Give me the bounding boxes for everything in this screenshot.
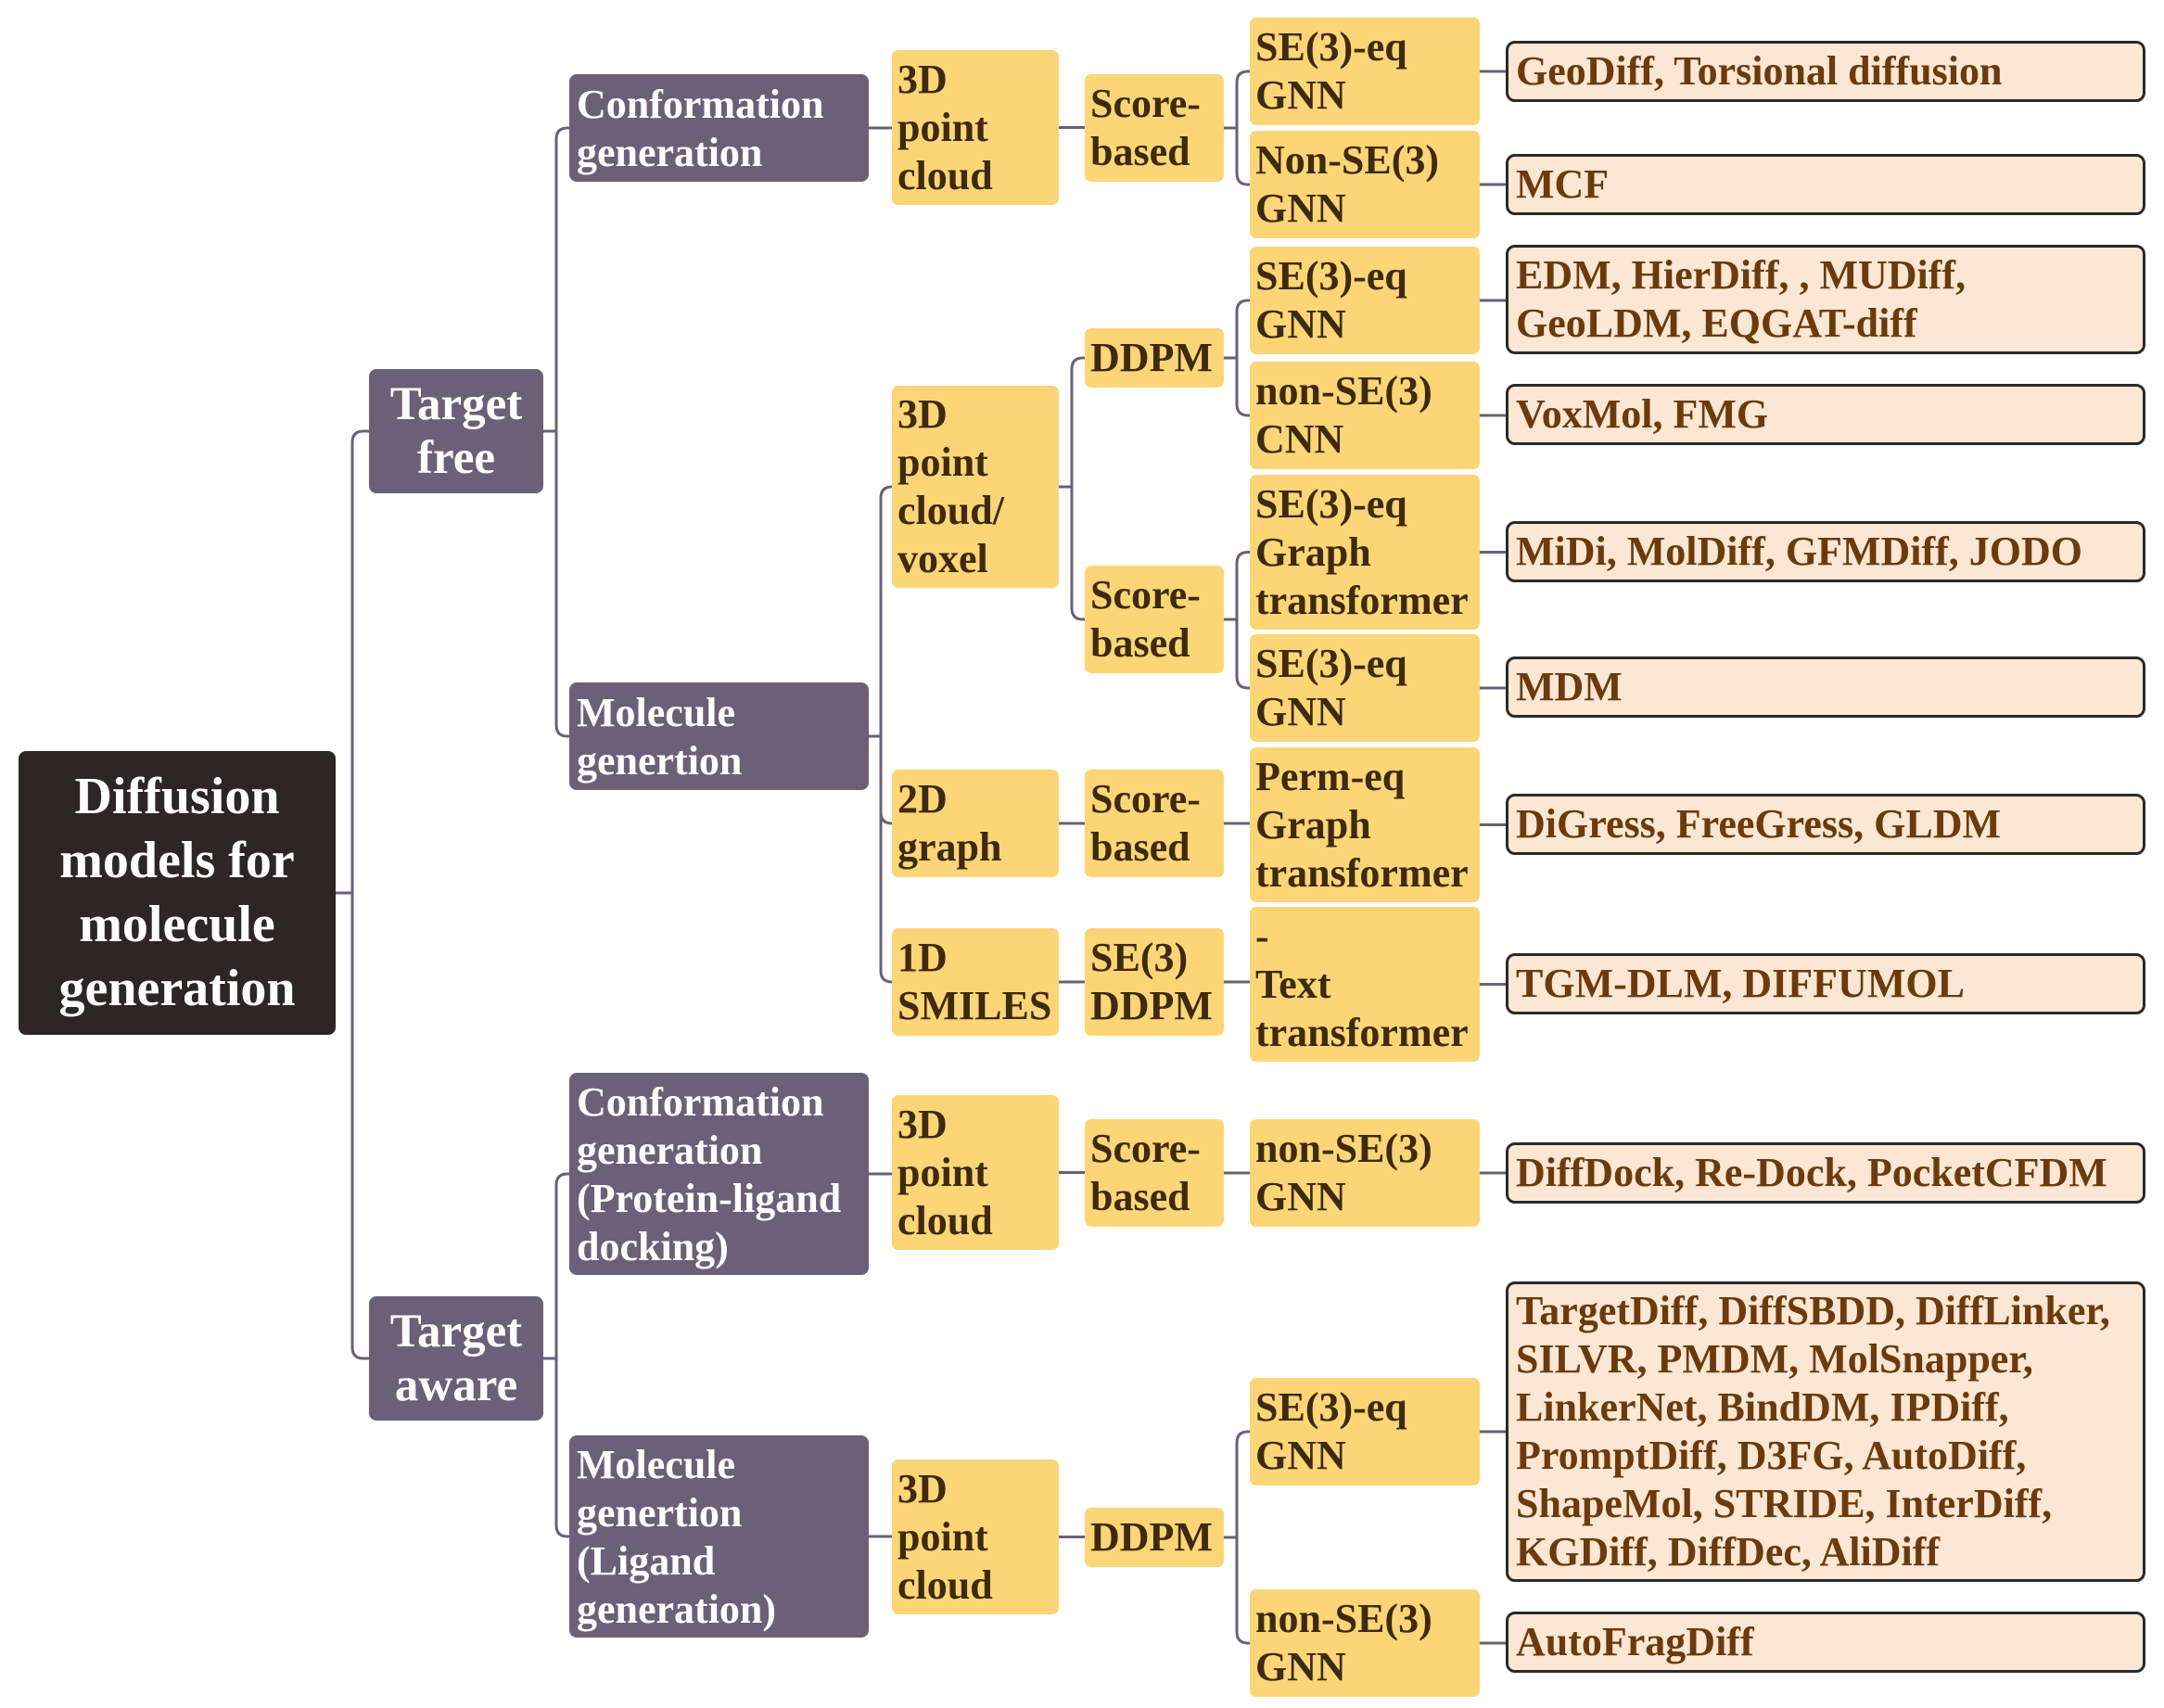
method-score-based-node: Score- based: [1085, 770, 1224, 877]
target-aware-node: Target aware: [369, 1296, 543, 1421]
reference-list-diffdock: DiffDock, Re-Dock, PocketCFDM: [1506, 1142, 2145, 1204]
rep-2d-graph-node: 2D graph: [892, 770, 1059, 877]
rep-3d-point-cloud-voxel-node: 3D point cloud/ voxel: [892, 386, 1059, 588]
connector-ta: [543, 1172, 569, 1538]
target-free-node: Target free: [369, 369, 543, 493]
reference-list-digress: DiGress, FreeGress, GLDM: [1506, 794, 2145, 855]
reference-list-autofragdiff: AutoFragDiff: [1506, 1612, 2145, 1673]
rep-3d-point-cloud-node: 3D point cloud: [892, 1095, 1059, 1250]
network-se3-eq-gnn-node: SE(3)-eq GNN: [1250, 247, 1480, 354]
reference-list-geodiff: GeoDiff, Torsional diffusion: [1506, 41, 2145, 102]
network-non-se3-gnn-node: non-SE(3) GNN: [1250, 1119, 1480, 1227]
rep-3d-point-cloud-node: 3D point cloud: [892, 1459, 1059, 1614]
method-ddpm-node: DDPM: [1085, 1508, 1224, 1567]
reference-list-tgm-dlm: TGM-DLM, DIFFUMOL: [1506, 953, 2145, 1014]
method-score-based-node: Score- based: [1085, 1119, 1224, 1227]
connector-rep2: [1059, 356, 1085, 621]
network-se3-eq-gnn-node: SE(3)-eq GNN: [1250, 634, 1480, 742]
network-se3-eq-gnn-node: SE(3)-eq GNN: [1250, 18, 1480, 125]
tf-conformation-generation-node: Conformation generation: [569, 74, 869, 182]
reference-list-voxmol: VoxMol, FMG: [1506, 384, 2145, 445]
network-se3-eq-graph-transformer-node: SE(3)-eq Graph transformer: [1250, 475, 1480, 630]
ta-molecule-generation-node: Molecule genertion (Ligand generation): [569, 1435, 869, 1638]
connector-tf: [543, 126, 569, 738]
root-node: Diffusion models for molecule generation: [19, 751, 336, 1035]
rep-1d-smiles-node: 1D SMILES: [892, 928, 1059, 1036]
network-non-se3-cnn-node: non-SE(3) CNN: [1250, 362, 1480, 469]
reference-list-midi: MiDi, MolDiff, GFMDiff, JODO: [1506, 521, 2145, 582]
rep-3d-point-cloud-node: 3D point cloud: [892, 50, 1059, 205]
connector-m3: [1224, 551, 1250, 690]
method-ddpm-node: DDPM: [1085, 328, 1224, 388]
reference-list-mcf: MCF: [1506, 154, 2145, 215]
method-score-based-node: Score- based: [1085, 74, 1224, 182]
network-text-transformer-node: - Text transformer: [1250, 907, 1480, 1062]
reference-list-edm: EDM, HierDiff, , MUDiff, GeoLDM, EQGAT-d…: [1506, 245, 2145, 354]
connector-m1: [1224, 70, 1250, 186]
connector-m2: [1224, 299, 1250, 417]
connector-root: [336, 429, 369, 1360]
method-se3-ddpm-node: SE(3) DDPM: [1085, 928, 1224, 1036]
network-se3-eq-gnn-node: SE(3)-eq GNN: [1250, 1378, 1480, 1485]
connector-tfm: [869, 485, 893, 984]
tf-molecule-generation-node: Molecule genertion: [569, 682, 869, 790]
ta-conformation-generation-node: Conformation generation (Protein-ligand …: [569, 1073, 869, 1275]
network-non-se3-gnn-node: non-SE(3) GNN: [1250, 1589, 1480, 1697]
connector-m7: [1224, 1430, 1250, 1645]
reference-list-mdm: MDM: [1506, 656, 2145, 718]
reference-list-targetdiff: TargetDiff, DiffSBDD, DiffLinker, SILVR,…: [1506, 1281, 2145, 1582]
network-non-se3-gnn-node: Non-SE(3) GNN: [1250, 131, 1480, 238]
method-score-based-node: Score- based: [1085, 566, 1224, 673]
network-perm-eq-graph-transformer-node: Perm-eq Graph transformer: [1250, 747, 1480, 902]
